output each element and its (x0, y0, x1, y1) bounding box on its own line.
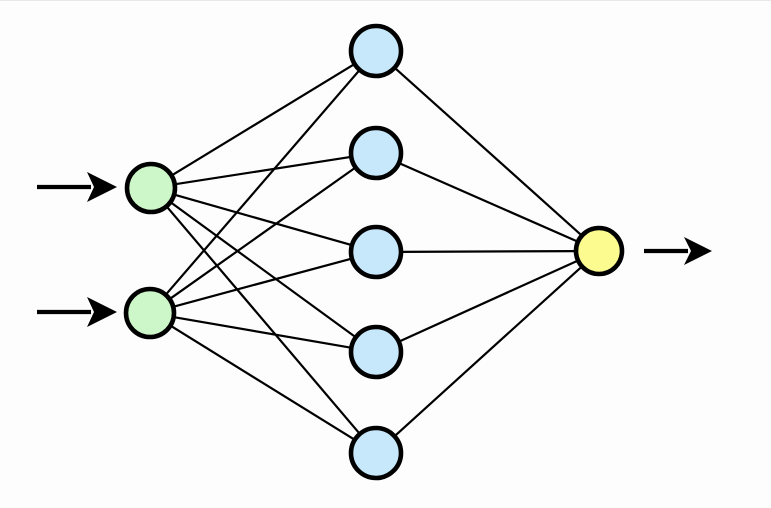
edge-input-1-to-hidden-5 (164, 204, 362, 436)
node-hidden-3[interactable] (348, 224, 404, 280)
edge-input-1-to-hidden-1 (169, 62, 357, 178)
node-hidden-2[interactable] (348, 125, 404, 181)
edge-input-1-to-hidden-4 (168, 200, 358, 339)
edge-input-2-to-hidden-1 (163, 68, 362, 297)
edge-hidden-1-to-output-1 (392, 65, 584, 238)
edge-input-1-to-hidden-3 (172, 193, 355, 247)
output-arrow-head (684, 237, 712, 265)
node-hidden-5[interactable] (348, 425, 404, 481)
input-arrow-top (37, 172, 117, 202)
input-arrow-top-head (87, 172, 117, 202)
edge-hidden-5-to-output-1 (392, 264, 584, 438)
edge-input-2-to-hidden-4 (171, 315, 354, 350)
input-arrow-bottom (37, 297, 117, 327)
input-arrow-bottom-head (87, 297, 117, 327)
edge-input-1-to-hidden-2 (172, 155, 354, 186)
node-hidden-4[interactable] (348, 324, 404, 380)
nodes-group (123, 23, 625, 481)
edges-group (163, 62, 584, 442)
node-hidden-1[interactable] (348, 23, 404, 79)
node-input-1[interactable] (124, 161, 178, 215)
node-input-2[interactable] (123, 286, 177, 340)
node-output-1[interactable] (573, 225, 625, 277)
edge-hidden-3-to-output-1 (398, 249, 579, 253)
edge-hidden-4-to-output-1 (396, 258, 581, 344)
output-arrow (644, 237, 712, 265)
arrows-group (37, 172, 712, 327)
edge-input-2-to-hidden-5 (168, 324, 357, 442)
edge-input-2-to-hidden-2 (167, 165, 358, 301)
edge-input-2-to-hidden-3 (171, 257, 354, 309)
edge-hidden-2-to-output-1 (396, 161, 580, 244)
